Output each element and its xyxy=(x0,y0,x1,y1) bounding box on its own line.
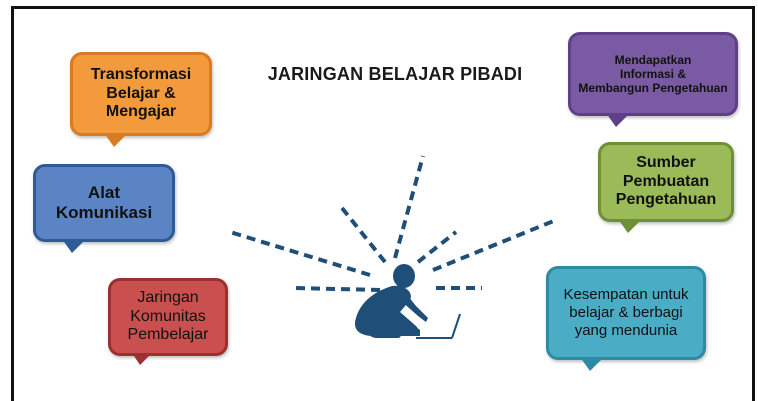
bubble-alat-komunikasi-text: Alat Komunikasi xyxy=(55,182,153,222)
bubble-kesempatan-belajar-text: Kesempatan untuk belajar & berbagi yang … xyxy=(563,286,689,339)
bubble-jaringan-komunitas: Jaringan Komunitas Pembelajar xyxy=(108,278,228,356)
bubble-jaringan-komunitas-tail xyxy=(132,353,152,365)
bubble-transformasi-text: Transformasi Belajar & Mengajar xyxy=(90,65,192,121)
diagram-frame xyxy=(11,6,755,401)
bubble-jaringan-komunitas-text: Jaringan Komunitas Pembelajar xyxy=(127,288,209,344)
bubble-alat-komunikasi-tail xyxy=(62,239,86,253)
bubble-sumber-pembuatan-tail xyxy=(618,219,642,233)
bubble-mendapatkan-informasi: Mendapatkan Informasi & Membangun Penget… xyxy=(568,32,738,116)
bubble-transformasi: Transformasi Belajar & Mengajar xyxy=(70,52,212,136)
bubble-kesempatan-belajar-tail xyxy=(580,357,604,371)
bubble-kesempatan-belajar: Kesempatan untuk belajar & berbagi yang … xyxy=(546,266,706,360)
bubble-transformasi-tail xyxy=(104,133,128,147)
bubble-mendapatkan-informasi-tail xyxy=(606,113,630,127)
bubble-sumber-pembuatan: Sumber Pembuatan Pengetahuan xyxy=(598,142,734,222)
bubble-alat-komunikasi: Alat Komunikasi xyxy=(33,164,175,242)
diagram-title: JARINGAN BELAJAR PIBADI xyxy=(267,64,523,84)
bubble-sumber-pembuatan-text: Sumber Pembuatan Pengetahuan xyxy=(615,153,717,209)
bubble-mendapatkan-informasi-text: Mendapatkan Informasi & Membangun Penget… xyxy=(578,52,728,96)
